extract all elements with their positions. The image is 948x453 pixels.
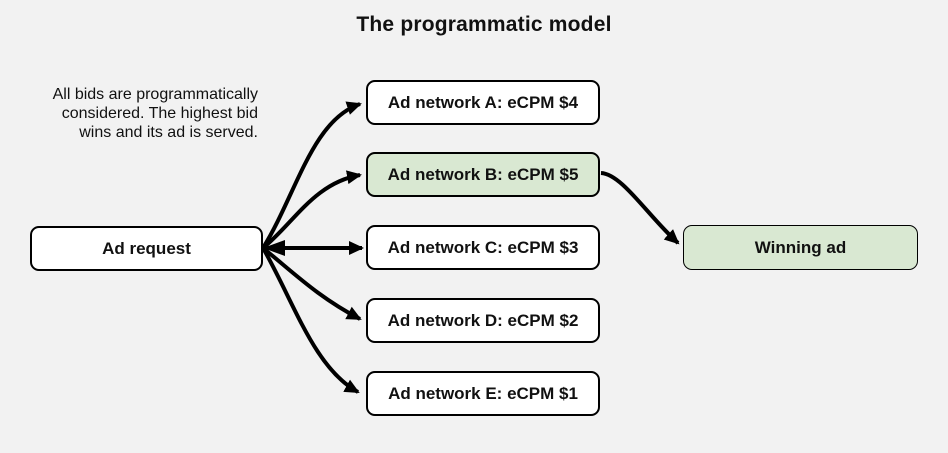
description-line: considered. The highest bid — [61, 105, 258, 122]
winning-ad-label: Winning ad — [754, 237, 847, 257]
description-line: All bids are programmatically — [52, 86, 258, 103]
arrowhead-into-ad-request — [263, 240, 285, 256]
description-text: All bids are programmatically considered… — [12, 85, 258, 142]
ad-network-a-label: Ad network A: eCPM $4 — [387, 92, 579, 112]
arrow-request-to-network-a — [261, 101, 362, 250]
ad-network-b-label: Ad network B: eCPM $5 — [387, 164, 579, 184]
arrow-request-to-network-b — [261, 170, 362, 250]
ad-network-c-node: Ad network C: eCPM $3 — [366, 225, 600, 270]
ad-request-node: Ad request — [30, 226, 263, 271]
ad-network-e-label: Ad network E: eCPM $1 — [388, 383, 578, 403]
ad-network-a-node: Ad network A: eCPM $4 — [366, 80, 600, 125]
description-line: wins and its ad is served. — [79, 124, 258, 141]
ad-network-c-label: Ad network C: eCPM $3 — [387, 237, 579, 257]
ad-request-label: Ad request — [102, 238, 191, 258]
ad-network-d-label: Ad network D: eCPM $2 — [387, 310, 579, 330]
arrow-network-b-to-winning-ad — [600, 171, 680, 245]
ad-network-d-node: Ad network D: eCPM $2 — [366, 298, 600, 343]
diagram-title: The programmatic model — [356, 13, 612, 36]
winning-ad-node: Winning ad — [683, 225, 918, 270]
arrow-request-to-network-e — [261, 247, 360, 394]
ad-network-e-node: Ad network E: eCPM $1 — [366, 371, 600, 416]
arrow-request-to-network-d — [261, 246, 362, 321]
ad-network-b-node: Ad network B: eCPM $5 — [366, 152, 600, 197]
